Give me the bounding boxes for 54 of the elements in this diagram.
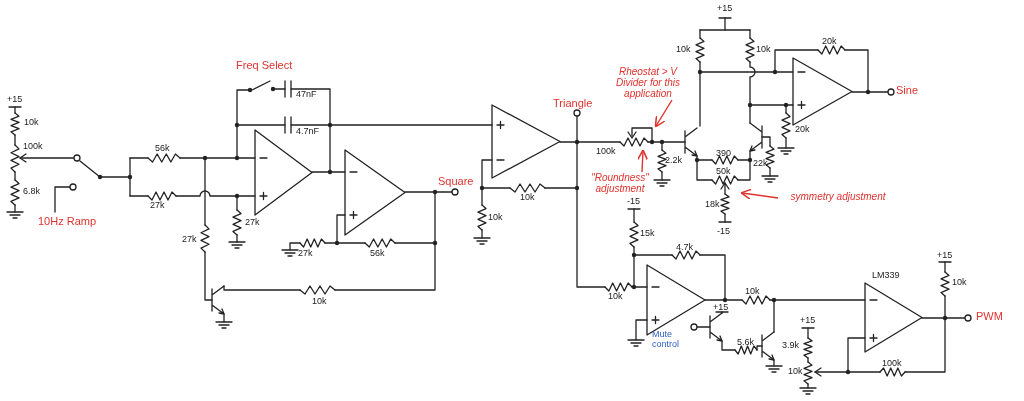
component-value: 10k [745, 286, 760, 296]
leader-arrow [740, 188, 779, 200]
component-value: -15 [627, 196, 640, 206]
annotation-note: "Roundness" adjustment [588, 172, 652, 194]
component-value: 10k [312, 296, 327, 306]
component-value: 27k [182, 234, 197, 244]
component-value: 27k [150, 200, 165, 210]
component-value: 27k [245, 217, 260, 227]
annotation-note: symmetry adjustment [778, 191, 898, 202]
component-value: LM339 [872, 270, 900, 280]
component-value: 22k [753, 158, 768, 168]
component-value: 4.7k [676, 242, 693, 252]
component-value: 10k [676, 44, 691, 54]
signal-label: 10Hz Ramp [38, 216, 97, 226]
component-value: 10k [788, 366, 803, 376]
component-value: 100k [596, 146, 616, 156]
component-value: 47nF [296, 89, 317, 99]
component-value: +15 [713, 302, 729, 312]
component-value: +15 [800, 315, 816, 325]
component-value: 15k [640, 228, 655, 238]
signal-label: Square [438, 176, 474, 186]
component-value: 10k [520, 192, 535, 202]
leader-arrow [636, 149, 649, 173]
component-value: 18k [705, 199, 720, 209]
component-value: 10k [608, 291, 623, 301]
component-value: 56k [155, 143, 170, 153]
component-value: 10k [952, 277, 967, 287]
signal-label: Sine [896, 85, 919, 95]
component-value: 10k [756, 44, 771, 54]
component-value: 100k [23, 141, 43, 151]
component-value: 4.7nF [296, 126, 319, 136]
component-value: +15 [937, 250, 953, 260]
annotation-note: Rheostat > V Divider for this application [606, 66, 690, 99]
leader-arrow [654, 99, 673, 128]
signal-label: PWM [976, 311, 1003, 321]
component-value: 20k [822, 36, 837, 46]
component-value: 2.2k [665, 155, 682, 165]
component-value: 10k [24, 117, 39, 127]
component-value: -15 [717, 226, 730, 236]
signal-label: Mute control [652, 329, 680, 349]
component-value: +15 [7, 94, 23, 104]
component-value: 27k [298, 248, 313, 258]
component-value: +15 [717, 3, 733, 13]
component-value: 10k [488, 212, 503, 222]
component-value: 390 [716, 148, 732, 158]
signal-label: Freq Select [236, 60, 293, 70]
component-value: 56k [370, 248, 385, 258]
component-value: 100k [882, 358, 902, 368]
component-value: 50k [716, 166, 731, 176]
component-value: 6.8k [23, 186, 40, 196]
component-value: 20k [795, 124, 810, 134]
component-value: 3.9k [782, 340, 799, 350]
component-value: 5.6k [737, 337, 754, 347]
signal-label: Triangle [553, 98, 593, 108]
